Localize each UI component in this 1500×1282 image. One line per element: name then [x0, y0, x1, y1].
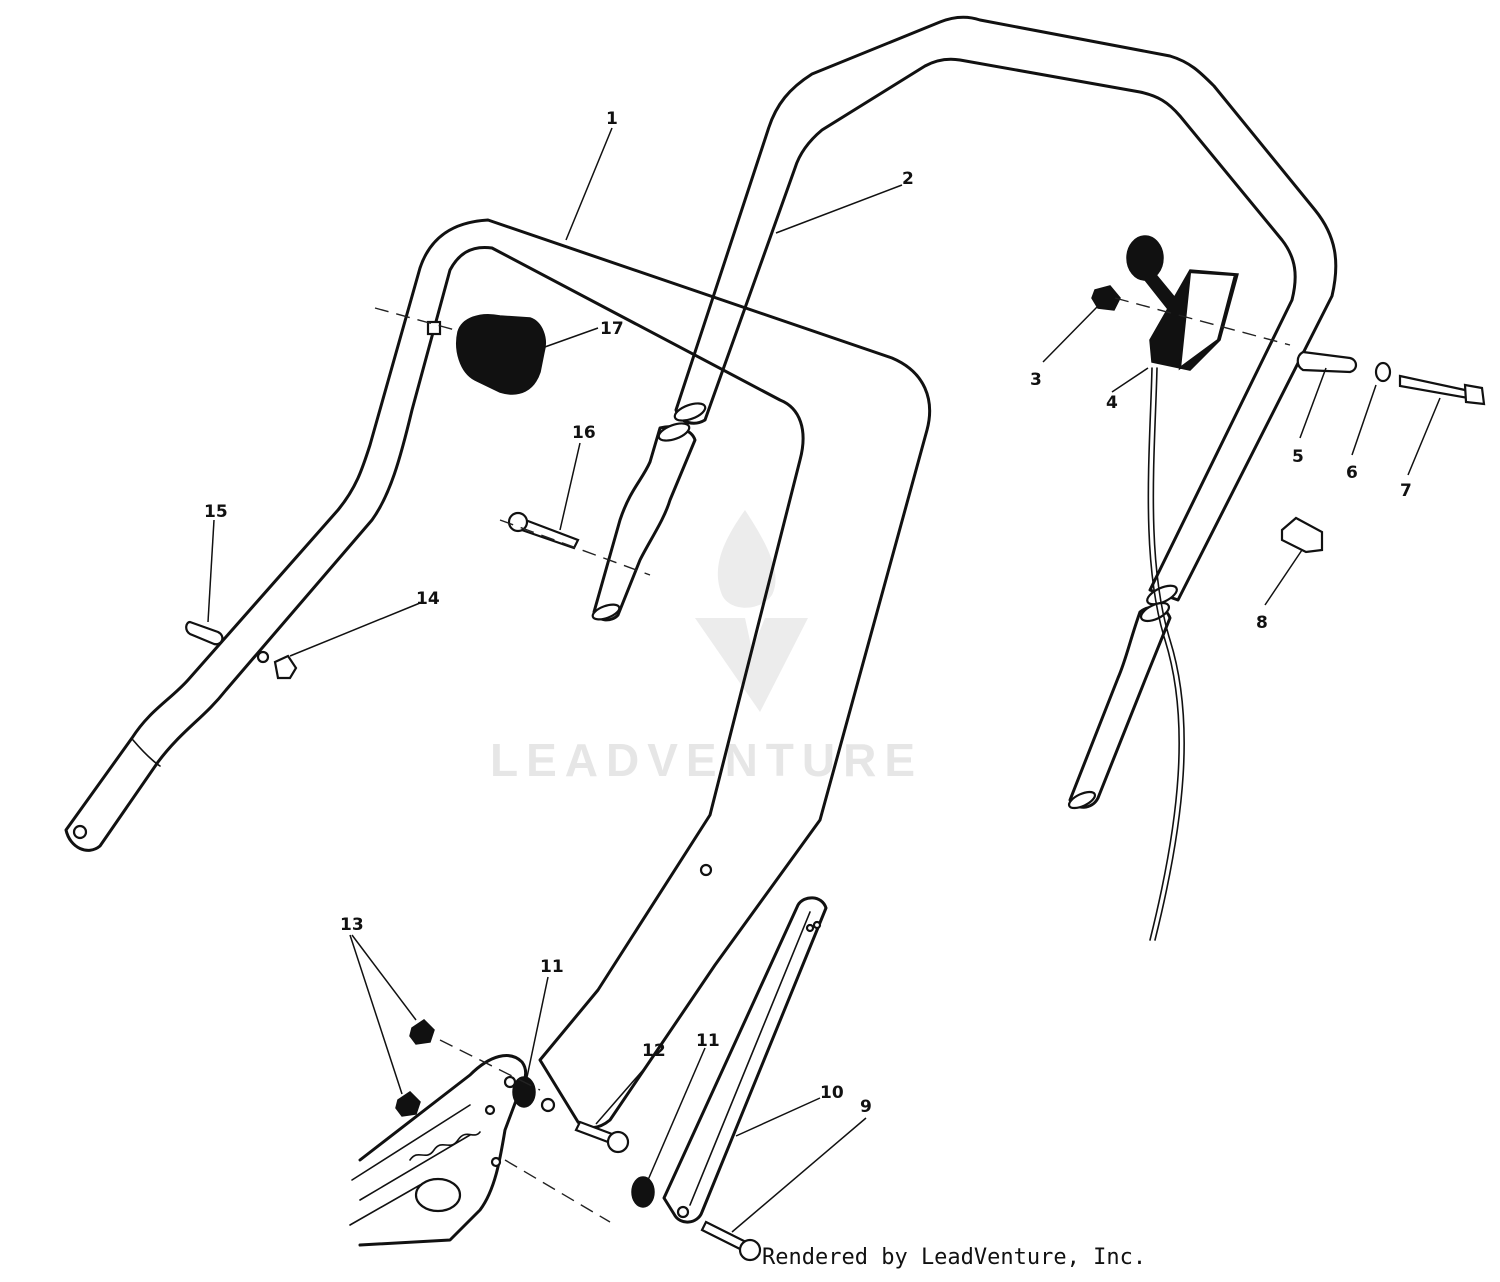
- callout-5: 5: [1292, 447, 1304, 467]
- callout-10: 10: [820, 1083, 844, 1103]
- brace-hole: [812, 920, 822, 930]
- washer-6: [1374, 361, 1392, 383]
- callout-9: 9: [860, 1097, 872, 1117]
- bolt-7: [1398, 374, 1470, 400]
- handle-mount-hole: [72, 824, 88, 840]
- callout-11a: 11: [540, 957, 564, 977]
- handle-mount-hole: [540, 1097, 556, 1113]
- lower-handle: [64, 218, 932, 1130]
- spacer-5: [1296, 350, 1358, 374]
- render-credit: Rendered by LeadVenture, Inc.: [762, 1245, 1147, 1270]
- control-cable: [1147, 367, 1180, 941]
- callout-8: 8: [1256, 613, 1268, 633]
- callout-17: 17: [600, 319, 624, 339]
- handle-bolt-hole: [256, 650, 270, 664]
- watermark-text: LEADVENTURE: [490, 734, 923, 786]
- mower-deck-bracket: [349, 1054, 528, 1247]
- handle-brace: [662, 896, 828, 1224]
- nut-13: [409, 1019, 435, 1045]
- callout-12: 12: [642, 1041, 666, 1061]
- bail-control: [1126, 235, 1239, 371]
- brace-hole: [676, 1205, 690, 1219]
- nut-14: [273, 654, 298, 680]
- leader-lines: [207, 127, 1441, 1233]
- watermark-v-icon: [695, 618, 808, 712]
- callout-15: 15: [204, 502, 228, 522]
- callout-7: 7: [1400, 481, 1412, 501]
- callout-2: 2: [902, 169, 914, 189]
- nut-13: [395, 1091, 421, 1117]
- handle-knob: [426, 314, 546, 395]
- pin-15: [185, 620, 224, 646]
- watermark-flame-icon: [717, 510, 776, 608]
- callout-13: 13: [340, 915, 364, 935]
- callout-6: 6: [1346, 463, 1358, 483]
- callout-3: 3: [1030, 370, 1042, 390]
- callout-16: 16: [572, 423, 596, 443]
- brace-hole: [805, 923, 815, 933]
- clip-8: [1280, 516, 1324, 554]
- bolt-12: [574, 1120, 614, 1144]
- upper-handle: [591, 15, 1338, 810]
- watermark: LEADVENTURE: [490, 510, 923, 786]
- callout-14: 14: [416, 589, 440, 609]
- callout-11b: 11: [696, 1031, 720, 1051]
- handle-bolt-hole: [699, 863, 713, 877]
- callout-labels: 1 2 3 4 5 6 7 8 9 10 11 11 12 13 14 15 1…: [204, 109, 1412, 1117]
- nut-3: [1091, 285, 1121, 311]
- callout-1: 1: [606, 109, 618, 129]
- bushing-11: [631, 1176, 655, 1208]
- callout-4: 4: [1106, 393, 1118, 413]
